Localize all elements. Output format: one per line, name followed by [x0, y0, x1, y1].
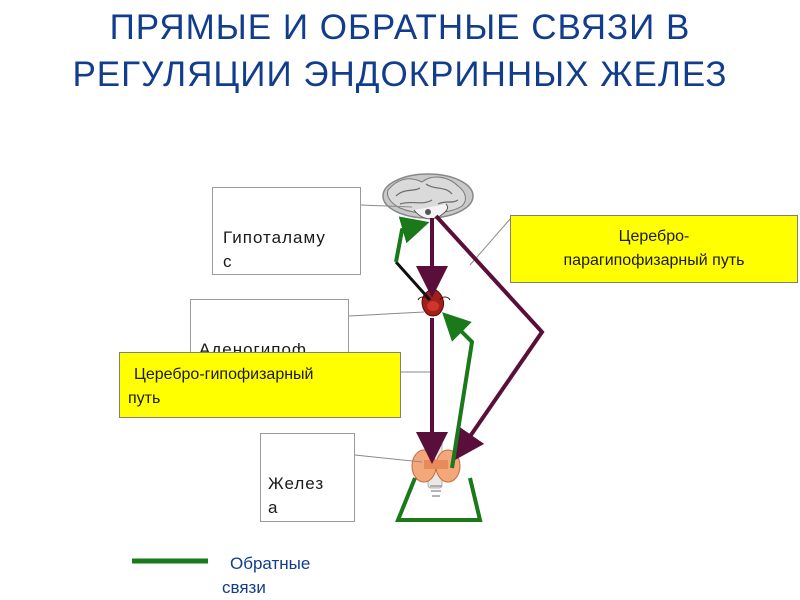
pointer-lines [348, 204, 512, 463]
paragipofizar-pathway-arrow [434, 214, 545, 462]
cerebro-gipofizar-line-2: путь [128, 390, 161, 407]
hypothalamus-label-line-1: Гипоталаму [223, 228, 326, 247]
hypothalamus-label-box: Гипоталаму с [212, 187, 361, 275]
hypothalamus-label-line-2: с [223, 252, 233, 271]
gland-label-box: Желез а [260, 433, 355, 522]
gland-feedback-triangle [395, 477, 483, 522]
direct-pathways [416, 214, 545, 464]
feedback-to-hypothalamus-arrow [394, 216, 430, 263]
cerebro-paragipofizar-line-2: парагипофизарный путь [563, 252, 745, 269]
feedback-pathways [394, 216, 483, 522]
hypothalamus-pituitary-stalk [394, 260, 432, 302]
legend-feedback-label: Обратные связи [222, 554, 311, 597]
gland-label-line-2: а [268, 498, 279, 517]
feedback-to-pituitary-arrow [442, 312, 475, 469]
cerebro-gipofizar-callout: Церебро-гипофизарный путь [119, 352, 401, 418]
gland-label-line-1: Желез [268, 474, 325, 493]
cerebro-gipofizar-line-1: Церебро-гипофизарный [134, 366, 314, 383]
brain-icon [382, 173, 474, 220]
page-title: ПРЯМЫЕ И ОБРАТНЫЕ СВЯЗИ В РЕГУЛЯЦИИ ЭНДО… [72, 8, 728, 94]
cerebro-paragipofizar-callout: Церебро- парагипофизарный путь [510, 215, 798, 283]
cerebro-paragipofizar-line-1: Церебро- [618, 228, 690, 245]
